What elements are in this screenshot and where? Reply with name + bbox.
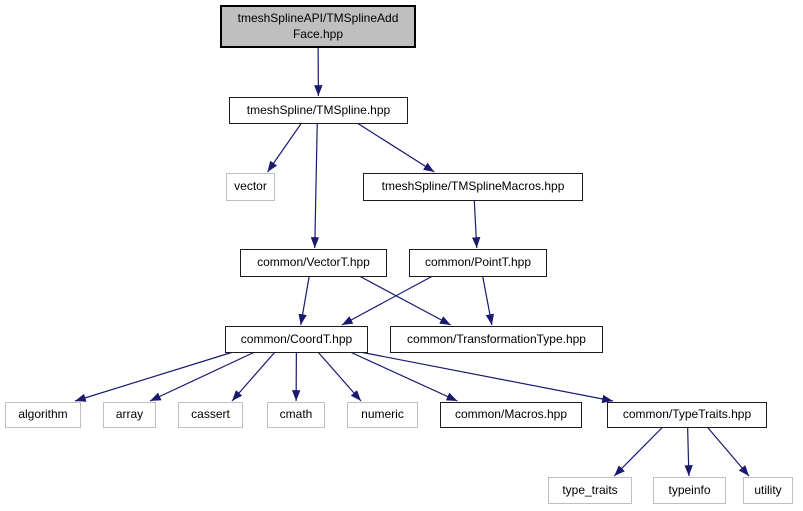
dependency-arrow-pointt-to-coordt (341, 275, 433, 326)
graph-node-common-transformationtype-hpp[interactable]: common/TransformationType.hpp (390, 326, 603, 353)
dependency-arrow-tmspline-to-vector (267, 122, 302, 173)
dependency-arrow-typetraits-to-type_traits (613, 426, 664, 477)
graph-node-tmeshspline-tmsplinemacros-hpp[interactable]: tmeshSpline/TMSplineMacros.hpp (363, 173, 583, 201)
dependency-arrow-coordt-to-array (149, 351, 256, 402)
graph-node-algorithm: algorithm (5, 402, 81, 428)
graph-node-common-coordt-hpp[interactable]: common/CoordT.hpp (225, 326, 368, 353)
dependency-arrow-coordt-to-macros (349, 351, 458, 402)
graph-node-cmath: cmath (267, 402, 325, 428)
graph-node-vector: vector (226, 173, 275, 201)
graph-node-tmeshsplineapi-tmsplineaddface-hpp: tmeshSplineAPI/TMSplineAdd Face.hpp (220, 5, 416, 48)
dependency-arrow-typetraits-to-utility (706, 426, 750, 477)
graph-node-utility: utility (743, 477, 793, 504)
graph-node-common-macros-hpp[interactable]: common/Macros.hpp (440, 402, 582, 428)
dependency-arrow-vectort-to-coordt (298, 275, 310, 326)
graph-node-type-traits: type_traits (548, 477, 632, 504)
graph-node-numeric: numeric (347, 402, 418, 428)
graph-node-common-typetraits-hpp[interactable]: common/TypeTraits.hpp (607, 402, 767, 428)
graph-node-tmeshspline-tmspline-hpp[interactable]: tmeshSpline/TMSpline.hpp (229, 97, 408, 124)
dependency-arrow-coordt-to-numeric (317, 351, 362, 402)
graph-node-cassert: cassert (178, 402, 243, 428)
dependency-arrow-vectort-to-transformationtype (358, 275, 452, 326)
dependency-arrow-tmspline-to-vectort (310, 122, 320, 249)
dependency-arrow-pointt-to-transformationtype (482, 275, 494, 326)
dependency-arrow-tmsplinemacros-to-pointt (471, 199, 481, 249)
graph-node-array: array (103, 402, 156, 428)
graph-node-common-vectort-hpp[interactable]: common/VectorT.hpp (240, 249, 387, 277)
graph-node-typeinfo: typeinfo (653, 477, 726, 504)
dependency-arrow-coordt-to-algorithm (74, 351, 234, 402)
dependency-arrow-coordt-to-typetraits (359, 351, 614, 404)
graph-node-common-pointt-hpp[interactable]: common/PointT.hpp (409, 249, 547, 277)
dependency-arrow-coordt-to-cassert (231, 351, 276, 402)
dependency-arrow-typetraits-to-typeinfo (684, 426, 693, 477)
dependency-arrow-tmspline-to-tmsplinemacros (356, 122, 435, 173)
